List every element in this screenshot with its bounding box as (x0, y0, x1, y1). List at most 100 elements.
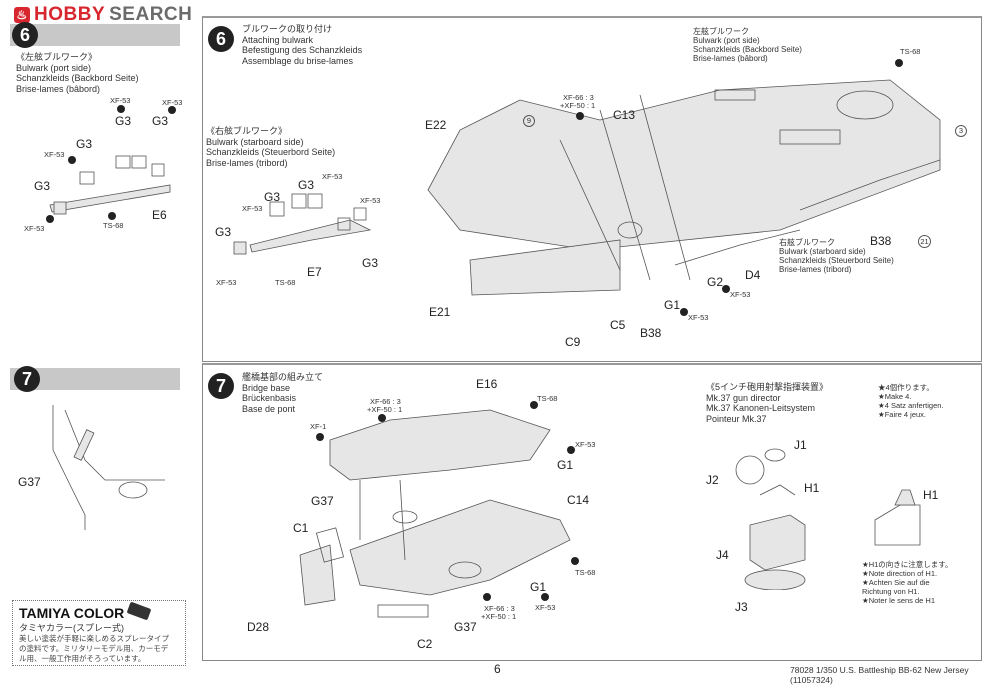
logo-text-search: SEARCH (109, 4, 193, 25)
paint-xf1: XF-1 (310, 422, 327, 431)
part-e22: E22 (425, 118, 447, 132)
tamiya-desc-2: の塗料です。ミリタリーモデル用、カーモデ (19, 644, 169, 653)
paint-dot (722, 285, 730, 293)
turret-ring (448, 561, 482, 579)
port-bulwark-note: 左舷ブルワーク Bulwark (port side) Schanzkleids… (693, 27, 802, 63)
paint-g2-xf53: XF-53 (730, 290, 751, 299)
starboard-bulwark-diagram (233, 193, 372, 255)
g3-part (53, 201, 67, 215)
bulwark-part-e7 (249, 219, 372, 253)
paint-mix-1: XF-66 : 3 (563, 93, 594, 102)
sb-label-g3-b: G3 (298, 178, 315, 192)
part-j2-shape (735, 455, 765, 485)
paint-dot (117, 105, 125, 113)
tamiya-color-box: TAMIYA COLOR タミヤカラー(スプレー式) 美しい塗装が手軽に楽しめる… (12, 600, 186, 666)
bulwark-part-d4 (674, 229, 801, 266)
part-e16: E16 (476, 377, 498, 391)
paint-dot (168, 106, 176, 114)
hull-side-e21 (469, 239, 621, 296)
gd-label-j1: J1 (794, 438, 807, 452)
sb-label-g3-d: G3 (362, 256, 379, 270)
hull-exploded-diagram (427, 79, 941, 296)
paint-dot (378, 414, 386, 422)
turret-ring (118, 481, 148, 499)
paint-dot (576, 112, 584, 120)
part-c5: C5 (610, 318, 626, 332)
leader-line (639, 94, 691, 281)
left-paint-xf53-a: XF-53 (44, 150, 65, 159)
part-h1-shape (894, 489, 916, 506)
left-paint-xf53-d: XF-53 (24, 224, 45, 233)
sb-label-g3-a: G3 (264, 190, 281, 204)
g37-part (73, 429, 95, 461)
make-four-note: ★4個作ります。 ★Make 4. ★4 Satz anfertigen. ★F… (878, 383, 944, 419)
g3-part (233, 241, 247, 255)
bulwark-part-starboard (799, 159, 941, 211)
g3-part (115, 155, 131, 169)
paint-mix-top-1: XF-66 : 3 (370, 397, 401, 406)
sb-paint-xf53-c: XF-53 (360, 196, 381, 205)
left-label-g3-a: G3 (76, 137, 93, 151)
bridge-base-diagram (299, 409, 571, 618)
paint-dot (108, 212, 116, 220)
paint-ts68-bottom: TS-68 (575, 568, 596, 577)
left-step6-title: 《左舷ブルワーク》 Bulwark (port side) Schanzklei… (16, 52, 139, 94)
part-j4-shape (749, 514, 806, 571)
turret-ring (617, 221, 643, 239)
left-label-g37: G37 (18, 475, 41, 489)
step7-title: 艦橋基部の組み立て Bridge base Brückenbasis Base … (242, 372, 324, 414)
page-number: 6 (494, 662, 501, 676)
gun-director-title: 《5インチ砲用射撃指揮装置》 Mk.37 gun director Mk.37 … (706, 382, 829, 424)
part-g1-a: G1 (557, 458, 574, 472)
part-c9: C9 (565, 335, 581, 349)
paint-dot (895, 59, 903, 67)
part-g1: G1 (664, 298, 681, 312)
part-c1: C1 (293, 521, 309, 535)
paint-dot (68, 156, 76, 164)
sb-label-e7: E7 (307, 265, 322, 279)
paint-dot (46, 215, 54, 223)
part-e21: E21 (429, 305, 451, 319)
ref-step-9: 9 (523, 115, 535, 127)
part-b38-b: B38 (870, 234, 892, 248)
sb-paint-ts68: TS-68 (275, 278, 296, 287)
part-h1-shape (759, 484, 796, 496)
g3-part (269, 201, 285, 217)
bridge-deck-lower-c14 (349, 499, 571, 596)
step6-number: 6 (208, 26, 234, 52)
left-step6-number: 6 (12, 22, 38, 48)
left-label-g3-b: G3 (115, 114, 132, 128)
left-paint-ts68: TS-68 (103, 221, 124, 230)
ref-step-21: 21 (918, 235, 931, 248)
step7-number: 7 (208, 373, 234, 399)
port-bulwark-diagram (49, 155, 171, 215)
part-g1-b: G1 (530, 580, 547, 594)
g3-part (353, 207, 367, 221)
part-g2: G2 (707, 275, 724, 289)
part-c2-shape (377, 604, 429, 618)
left-label-g3-c: G3 (152, 114, 169, 128)
paint-mix-bottom-1: XF-66 : 3 (484, 604, 515, 613)
part-d28-shape (299, 544, 336, 606)
paint-ts68-top: TS-68 (537, 394, 558, 403)
g3-part (151, 163, 165, 177)
h1-direction-diagram (874, 489, 921, 546)
tamiya-desc-1: 美しい塗装が手軽に楽しめるスプレータイプ (19, 634, 169, 643)
part-c2: C2 (417, 637, 433, 651)
ref-step-3: 3 (955, 125, 967, 137)
part-g37-b: G37 (454, 620, 477, 634)
paint-dot (541, 593, 549, 601)
sb-label-g3-c: G3 (215, 225, 232, 239)
bulwark-part-starboard-top (779, 129, 841, 145)
sb-paint-xf53-b: XF-53 (322, 172, 343, 181)
leader-line (559, 139, 621, 271)
g3-part (79, 171, 95, 185)
g3-part (291, 193, 307, 209)
g3-part (337, 217, 351, 231)
bridge-deck-upper (329, 409, 551, 481)
logo-text-hobby: HOBBY (34, 4, 106, 25)
hull-outline (64, 409, 165, 481)
starboard-bulwark-note: 右舷ブルワーク Bulwark (starboard side) Schanzk… (779, 238, 894, 274)
tamiya-desc-3: ル用、一般工作用がそろっています。 (19, 654, 146, 663)
sb-paint-xf53-a: XF-53 (242, 204, 263, 213)
